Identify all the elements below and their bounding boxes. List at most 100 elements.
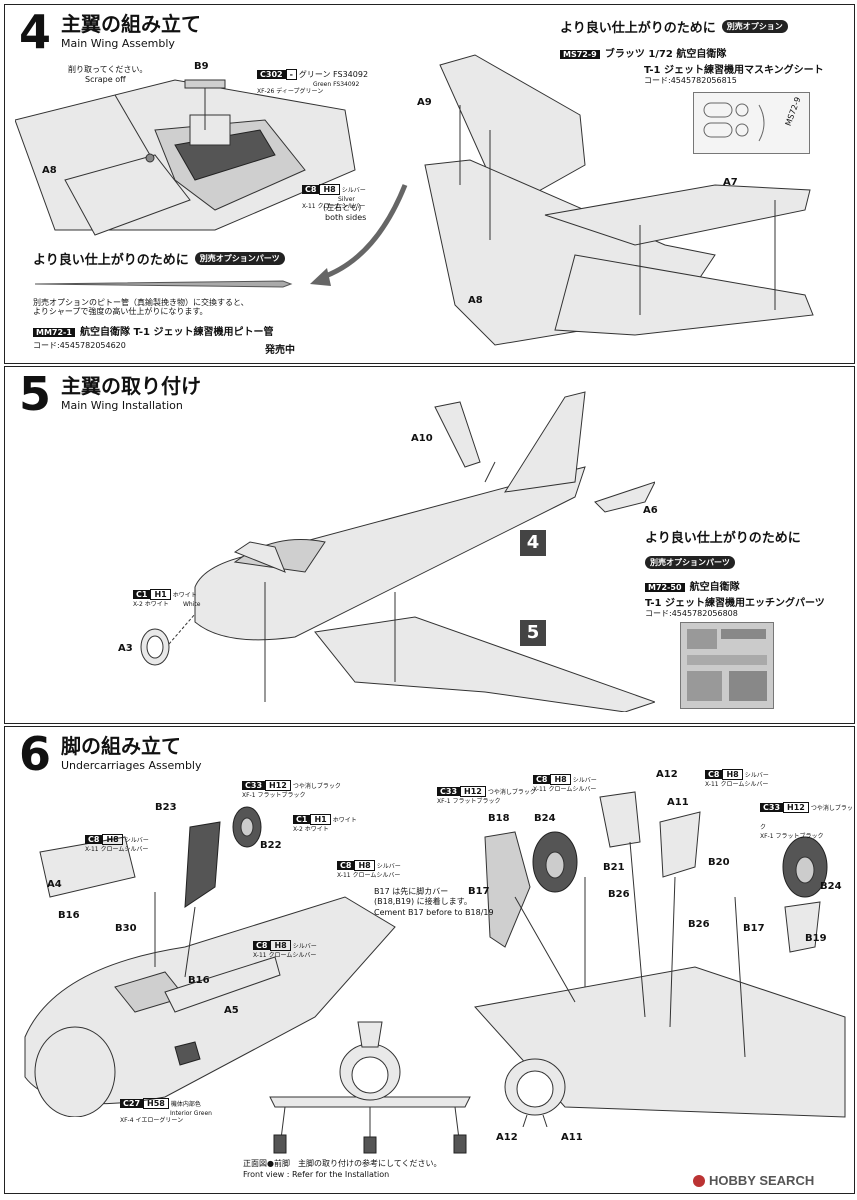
front-view-en: Front view : Refer for the Installation (243, 1170, 390, 1179)
option-right-product-1: ブラッツ 1/72 航空自衛隊 (604, 49, 727, 60)
step-5-title-jp: 主翼の取り付け (61, 374, 201, 398)
option-heading: より良い仕上がりのために (33, 253, 189, 268)
label-b17-right: B17 (743, 923, 765, 934)
watermark-logo-icon (693, 1174, 705, 1187)
label-a5: A5 (224, 1005, 239, 1016)
option-5-pill: 別売オプションパーツ (645, 556, 735, 569)
option-5-code: M72-50 (645, 583, 685, 592)
label-b16-bottom: B16 (188, 975, 210, 986)
step-4-number: 4 (19, 5, 52, 59)
label-a3: A3 (118, 643, 133, 654)
both-sides-en: both sides (325, 213, 367, 222)
option-5-product-2: T-1 ジェット練習機用エッチングパーツ (645, 598, 825, 609)
label-a6: A6 (643, 505, 658, 516)
step-4-title-jp: 主翼の組み立て (61, 12, 201, 36)
paint-callout-c302: C302-グリーン FS34092 Green FS34092 XF-26 ディ… (257, 69, 369, 95)
curved-arrow (310, 184, 408, 286)
option-barcode: コード:4545782054620 (33, 341, 126, 350)
watermark-text: HOBBY SEARCH (709, 1173, 815, 1188)
wing-root-diagram (15, 79, 356, 236)
cement-note-en: Cement B17 before to B18/19 (374, 908, 494, 917)
step-6-title-jp: 脚の組み立て (61, 734, 181, 758)
option-right-heading: より良い仕上がりのために (560, 21, 716, 36)
option-right-product-2: T-1 ジェット練習機用マスキングシート (644, 65, 824, 76)
cement-note-jp-2: (B18,B19) に接着します。 (374, 897, 472, 906)
step-6-title-en: Undercarriages Assembly (61, 759, 202, 772)
label-b21: B21 (603, 862, 625, 873)
label-a11-top: A11 (667, 797, 689, 808)
watermark: HOBBY SEARCH (693, 1173, 814, 1188)
fuselage-diagram (140, 391, 655, 712)
front-view-jp: 正面図●前脚 主脚の取り付けの参考にしてください。 (243, 1159, 442, 1168)
label-b22: B22 (260, 840, 282, 851)
label-a11-bottom: A11 (561, 1132, 583, 1143)
front-view-diagram (269, 1021, 471, 1154)
label-b16-top: B16 (58, 910, 80, 921)
label-a12-bottom: A12 (496, 1132, 518, 1143)
option-box-etching: より良い仕上がりのために 別売オプションパーツ M72-50 航空自衛隊 T-1… (645, 527, 850, 618)
label-a7: A7 (723, 177, 738, 188)
label-b9: B9 (194, 61, 209, 72)
masking-sheet-image: MS72-9 (693, 92, 810, 154)
option-5-product-1: 航空自衛隊 (689, 582, 740, 593)
nose-gear-diagram (24, 806, 396, 1117)
option-right-barcode: コード:4545782056815 (644, 76, 737, 85)
option-5-barcode: コード:4545782056808 (645, 609, 738, 618)
option-5-heading: より良い仕上がりのために (645, 531, 801, 546)
both-sides-jp: (左右とも) (323, 203, 362, 212)
label-b18: B18 (488, 813, 510, 824)
option-box-masking: より良い仕上がりのために 別売オプション MS72-9 ブラッツ 1/72 航空… (560, 17, 850, 85)
label-b30: B30 (115, 923, 137, 934)
label-b26-right: B26 (688, 919, 710, 930)
label-a10: A10 (411, 433, 433, 444)
label-b19: B19 (805, 933, 827, 944)
step-5-number: 5 (19, 367, 52, 421)
label-a8-left: A8 (42, 165, 57, 176)
scrape-off-jp: 削り取ってください。 (68, 65, 148, 74)
step-5-panel: 5 主翼の取り付け Main Wing Installation A10 A6 … (4, 366, 855, 724)
label-b23: B23 (155, 802, 177, 813)
option-product: 航空自衛隊 T-1 ジェット練習機用ピトー管 (80, 327, 274, 338)
label-b26-left: B26 (608, 889, 630, 900)
option-pill: 別売オプションパーツ (194, 252, 285, 265)
main-gear-diagram (474, 791, 846, 1118)
label-b17-left: B17 (468, 886, 490, 897)
etching-sheet-image (680, 622, 774, 709)
ref-tag-5: 5 (520, 620, 546, 646)
option-code-box: MM72-1 (33, 328, 75, 337)
cement-note-jp-1: B17 は先に脚カバー (374, 887, 449, 896)
step-4-panel: 4 主翼の組み立て Main Wing Assembly A8 B9 削り取って… (4, 4, 855, 364)
label-a9: A9 (417, 97, 432, 108)
step-6-panel: 6 脚の組み立て Undercarriages Assembly A4 B16 … (4, 726, 855, 1194)
option-right-pill: 別売オプション (721, 20, 788, 33)
label-a8-right: A8 (468, 295, 483, 306)
label-b24-right: B24 (820, 881, 842, 892)
option-right-code-box: MS72-9 (560, 50, 600, 59)
step-6-number: 6 (19, 727, 52, 781)
label-b24-left: B24 (534, 813, 556, 824)
option-box-pitot: より良い仕上がりのために 別売オプションパーツ 別売オプションのピトー管（真鍮製… (33, 249, 305, 356)
step-4-title-en: Main Wing Assembly (61, 37, 175, 50)
pitot-tube-image (34, 280, 293, 288)
option-status: 発売中 (265, 345, 295, 356)
label-a4: A4 (47, 879, 62, 890)
ref-tag-4: 4 (520, 530, 546, 556)
label-b20: B20 (708, 857, 730, 868)
label-a12-top: A12 (656, 769, 678, 780)
option-desc-1: 別売オプションのピトー管（真鍮製挽き物）に交換すると、 (33, 298, 249, 307)
step-5-title-en: Main Wing Installation (61, 399, 183, 412)
scrape-off-en: Scrape off (85, 75, 126, 84)
wing-exploded-diagram (424, 54, 814, 346)
